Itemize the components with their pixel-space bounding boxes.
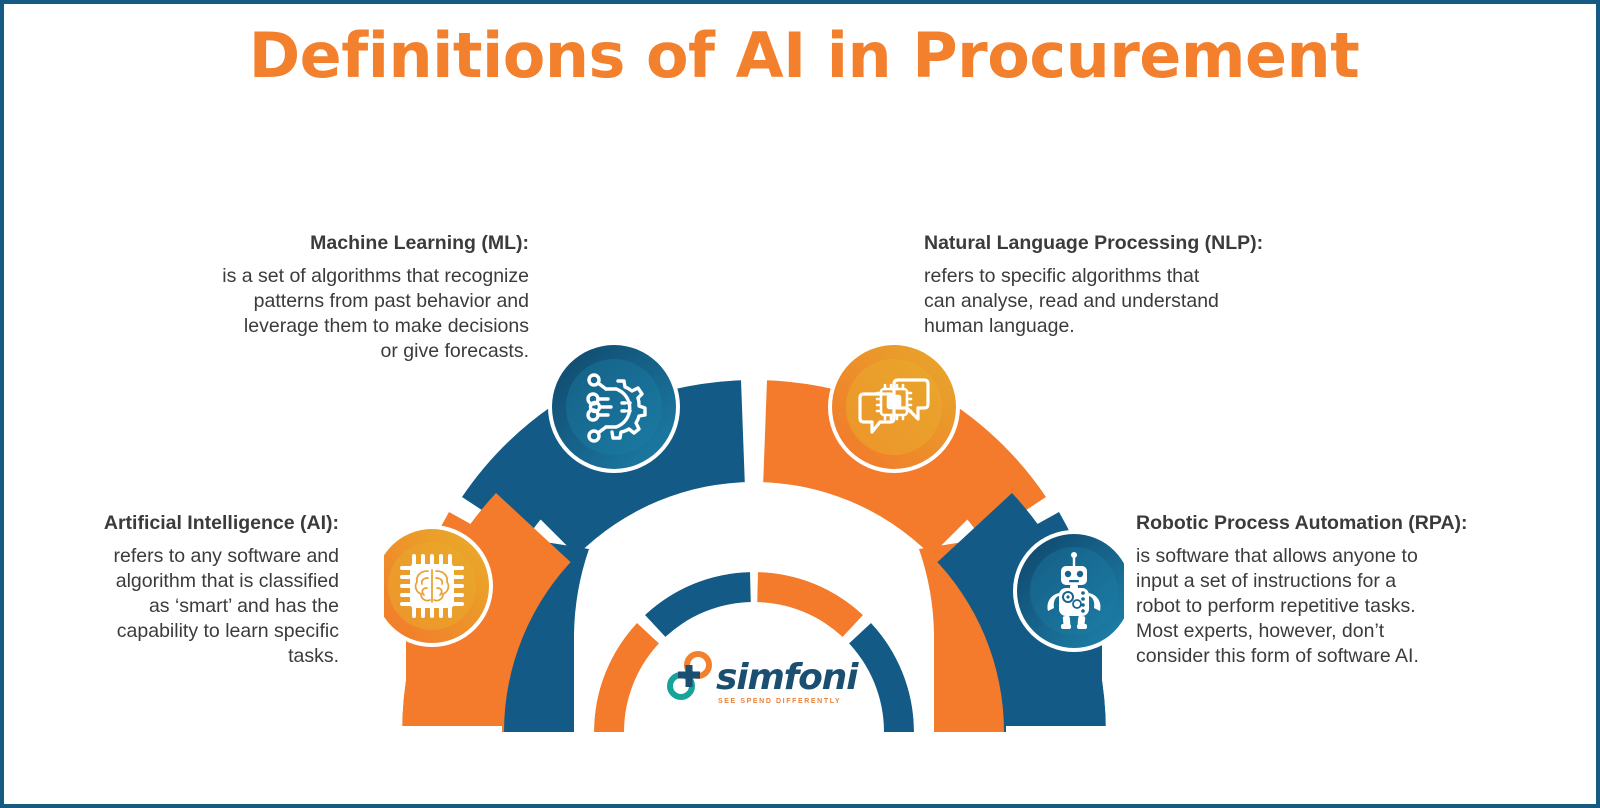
robot-icon [1047,552,1101,629]
arc-ring-group [398,380,1110,736]
definition-heading-ai: Artificial Intelligence (AI): [103,512,339,534]
definition-block-ai: Artificial Intelligence (AI): refers to … [34,512,339,669]
chat-chip-icon [858,378,930,434]
definition-body-nlp: refers to specific algorithms that can a… [924,265,1219,337]
definition-heading-rpa: Robotic Process Automation (RPA): [1136,512,1468,534]
gear-circuit-icon [586,373,647,443]
definition-body-ml: is a set of algorithms that recognize pa… [222,265,529,362]
definition-heading-ml: Machine Learning (ML): [310,232,529,254]
definition-block-rpa: Robotic Process Automation (RPA): is sof… [1136,512,1536,669]
logo-wordmark: simfoni [716,657,858,698]
definition-heading-nlp: Natural Language Processing (NLP): [924,232,1264,254]
arc-diagram [384,334,1124,744]
simfoni-logo: simfoni SEE SPEND DIFFERENTLY [666,649,858,719]
simfoni-mark-icon [667,651,712,700]
page-title: Definitions of AI in Procurement [248,19,1360,92]
logo-tagline: SEE SPEND DIFFERENTLY [718,698,842,705]
node-ai[interactable] [384,525,493,647]
node-nlp[interactable] [828,341,960,473]
definition-block-ml: Machine Learning (ML): is a set of algor… [114,232,529,364]
definition-body-ai: refers to any software and algorithm tha… [113,545,339,667]
inner-ring-nlp[interactable] [754,572,863,732]
node-rpa[interactable] [1013,530,1124,652]
definition-body-rpa: is software that allows anyone to input … [1136,545,1419,667]
node-ml[interactable] [548,341,680,473]
brain-chip-icon [400,554,464,618]
definition-block-nlp: Natural Language Processing (NLP): refer… [924,232,1344,339]
inner-ring-rpa[interactable] [754,623,914,732]
